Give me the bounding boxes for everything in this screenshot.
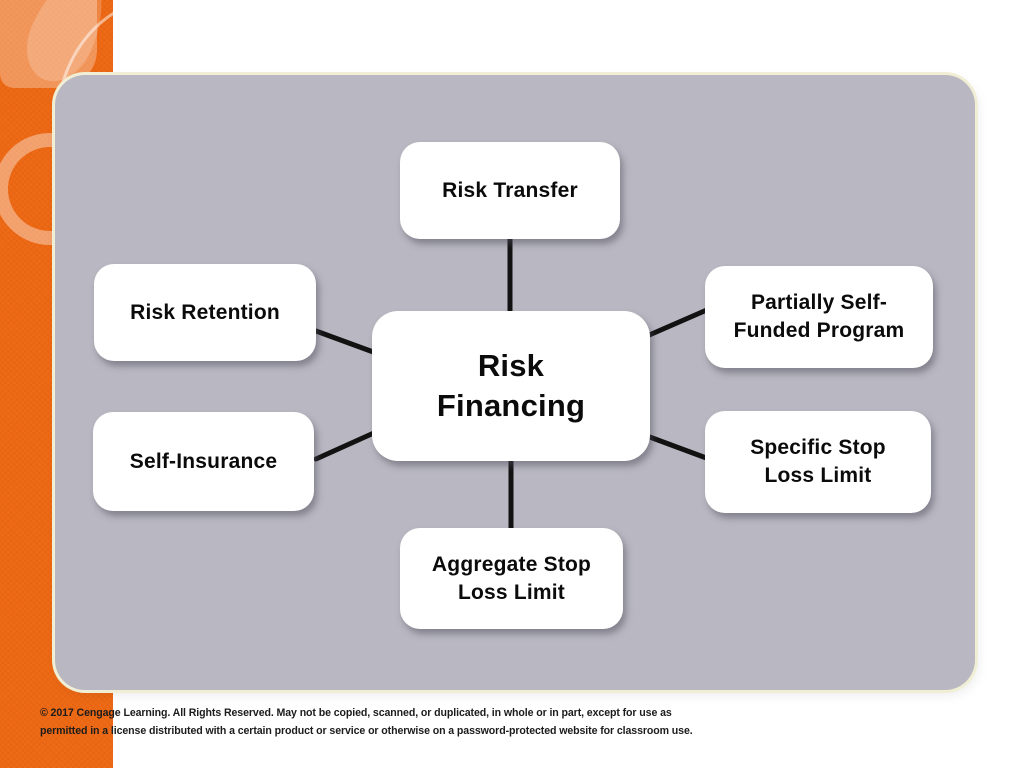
node-partially-self-funded-program: Partially Self- Funded Program (705, 266, 933, 368)
node-aggregate-stop-loss-limit: Aggregate Stop Loss Limit (400, 528, 623, 629)
copyright-line-2: permitted in a license distributed with … (40, 725, 693, 737)
copyright-line-1: © 2017 Cengage Learning. All Rights Rese… (40, 707, 672, 719)
node-label: Risk Retention (130, 300, 280, 324)
node-risk-transfer: Risk Transfer (400, 142, 620, 239)
node-risk-retention: Risk Retention (94, 264, 316, 361)
node-label: Risk Financing (436, 347, 586, 423)
node-label: Aggregate Stop Loss Limit (431, 552, 592, 604)
node-risk-financing: Risk Financing (372, 311, 650, 461)
copyright-text: © 2017 Cengage Learning. All Rights Rese… (40, 704, 693, 740)
node-label: Specific Stop Loss Limit (750, 436, 886, 487)
node-label: Self-Insurance (129, 449, 278, 473)
node-self-insurance: Self-Insurance (93, 412, 314, 511)
node-specific-stop-loss-limit: Specific Stop Loss Limit (705, 411, 931, 513)
node-label: Risk Transfer (442, 178, 578, 202)
node-label: Partially Self- Funded Program (733, 291, 905, 342)
